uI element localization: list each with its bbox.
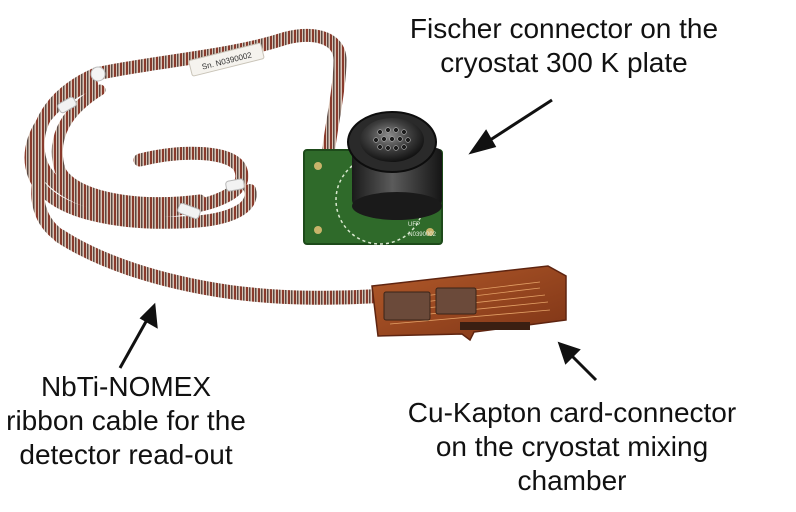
cable-tie (177, 202, 201, 220)
pcb-pad (426, 228, 434, 236)
arrow-nbti (118, 317, 150, 369)
caption-nbti-line-2: ribbon cable for the (6, 405, 246, 436)
ribbon-cable-top-run (89, 28, 347, 177)
caption-nbti-line-1: NbTi-NOMEX (40, 371, 212, 402)
arrows (118, 98, 598, 382)
arrow-cukapton-head (557, 341, 581, 365)
cable-tie (225, 178, 245, 192)
cable-tie-knot (90, 66, 106, 82)
kapton-connector-block (383, 291, 431, 321)
pcb-pad (314, 226, 322, 234)
caption-fischer-connector: Fischer connector on the cryostat 300 K … (366, 12, 762, 80)
caption-cukapton-line-2: on the cryostat mixing (435, 431, 709, 462)
caption-nbti-line-3: detector read-out (19, 439, 233, 470)
ribbon-cable: Sn. N0390002 (24, 28, 387, 305)
caption-fischer-line-2: cryostat 300 K plate (440, 47, 688, 78)
cable-tie (57, 96, 77, 114)
connector-pins (373, 127, 411, 151)
fischer-connector-board: UFP N0390002 (303, 111, 443, 245)
caption-cukapton-line-3: chamber (517, 465, 627, 496)
ribbon-cable-bottom-run (53, 229, 387, 305)
kapton-connector-block (435, 287, 477, 315)
pcb-pad (314, 162, 322, 170)
caption-cukapton-line-1: Cu-Kapton card-connector (407, 397, 737, 428)
caption-nbti-ribbon-cable: NbTi-NOMEX ribbon cable for the detector… (0, 370, 276, 472)
arrow-fischer-head (468, 129, 497, 155)
connector-base (352, 192, 442, 220)
arrow-fischer (483, 98, 553, 146)
ribbon-cable-drop (31, 169, 67, 243)
ribbon-cable-loop-inner (51, 84, 206, 209)
caption-fischer-line-1: Fischer connector on the (409, 13, 719, 44)
arrow-nbti-head (139, 302, 158, 329)
ribbon-cable-loop-middle (24, 78, 257, 229)
pcb-marking-1: UFP (408, 222, 420, 228)
cu-kapton-card (371, 265, 567, 342)
pcb-marking-2: N0390002 (408, 232, 436, 238)
arrow-cukapton (568, 352, 598, 382)
caption-cu-kapton-card: Cu-Kapton card-connector on the cryostat… (372, 396, 772, 498)
kapton-edge-contacts (460, 322, 530, 330)
